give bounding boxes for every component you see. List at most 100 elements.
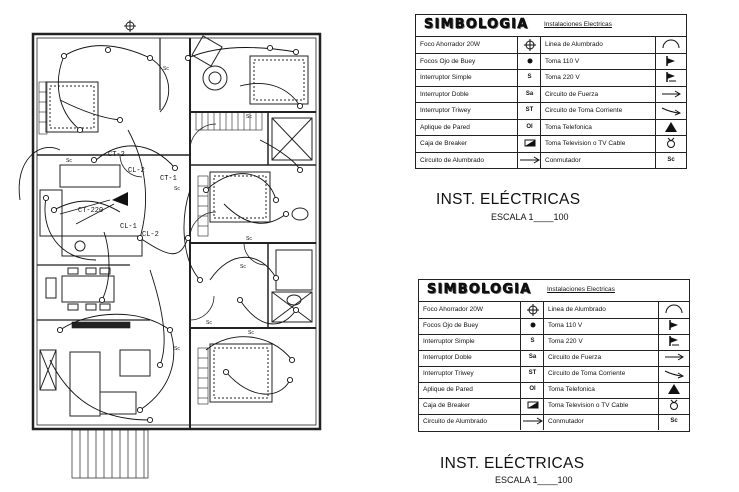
drawing-scale: ESCALA 1____100 bbox=[495, 475, 573, 485]
legend-row-label: Conmutador bbox=[548, 418, 584, 425]
ceiling-light-icon bbox=[124, 20, 136, 32]
switch-label: Sc bbox=[163, 66, 169, 72]
legend-row: Focos Ojo de Buey Toma 110 V bbox=[419, 318, 689, 335]
circuit-label: CL-2 bbox=[128, 167, 145, 175]
legend-row: Interruptor Simple S Toma 220 V bbox=[416, 70, 686, 87]
legend-row-label: Toma 220 V bbox=[548, 338, 583, 345]
arc-icon bbox=[665, 304, 683, 314]
dot-icon bbox=[527, 58, 532, 63]
switch-simple-icon: S bbox=[520, 334, 544, 350]
legend-row-label: Interruptor Simple bbox=[423, 338, 475, 345]
arrow-icon bbox=[522, 417, 543, 425]
commutator-icon: Sc bbox=[655, 152, 686, 168]
circuit-label: CT-1 bbox=[160, 175, 177, 183]
phone-outlet-icon bbox=[665, 121, 677, 132]
legend-row-label: Circuito de Fuerza bbox=[545, 90, 599, 98]
switch-double-icon: Sa bbox=[517, 86, 541, 102]
switch-label: Sc bbox=[246, 236, 252, 242]
outlet-icon bbox=[666, 55, 675, 66]
legend-row-label: Circuito de Fuerza bbox=[548, 354, 602, 361]
legend-row: Interruptor Triwey ST Circuito de Toma C… bbox=[419, 366, 689, 383]
bathroom-fixtures bbox=[271, 117, 313, 323]
curved-arrow-icon bbox=[661, 107, 682, 116]
outer-wall bbox=[31, 32, 322, 431]
arrow-icon bbox=[662, 90, 681, 97]
legend-row-label: Foco Ahorrador 20W bbox=[420, 41, 480, 48]
legend-row-label: Aplique de Pared bbox=[423, 386, 473, 393]
legend-row: Interruptor Simple S Toma 220 V bbox=[419, 334, 689, 351]
wiring-circuits bbox=[18, 45, 301, 421]
arrow-icon bbox=[665, 353, 684, 361]
breaker-icon bbox=[527, 401, 538, 409]
circuit-label: CL-2 bbox=[142, 231, 159, 239]
wall-light-icon: Ol bbox=[520, 382, 544, 398]
legend-row: Foco Ahorrador 20W Linea de Alumbrado bbox=[419, 302, 689, 319]
legend-row: Interruptor Triwey ST Circuito de Toma C… bbox=[416, 103, 686, 120]
stair bbox=[71, 429, 149, 479]
legend-header: SIMBOLOGIA Instalaciones Electricas bbox=[419, 280, 689, 302]
outlet-icon bbox=[669, 320, 678, 330]
drawing-title: INST. ELÉCTRICAS bbox=[436, 191, 581, 208]
legend-row-label: Toma Television o TV Cable bbox=[548, 402, 629, 409]
arc-icon bbox=[662, 39, 680, 49]
legend-row: Aplique de Pared Ol Toma Telefonica bbox=[419, 382, 689, 399]
breaker-icon bbox=[524, 139, 535, 147]
legend-subtitle: Instalaciones Electricas bbox=[544, 21, 612, 28]
legend-row-label: Circuito de Toma Corriente bbox=[545, 107, 623, 114]
crosshair-circle-icon bbox=[523, 39, 536, 51]
legend-row-label: Interruptor Triwey bbox=[420, 107, 471, 114]
legend-row-label: Caja de Breaker bbox=[423, 402, 470, 409]
switch-label: Sc bbox=[240, 264, 246, 270]
switch-double-icon: Sa bbox=[520, 350, 544, 366]
circuit-label: CT-220 bbox=[78, 207, 103, 215]
legend-row-label: Toma Telefonica bbox=[545, 123, 592, 131]
outlet-220-icon bbox=[666, 72, 676, 82]
legend-table: SIMBOLOGIA Instalaciones Electricas Foco… bbox=[415, 14, 687, 169]
legend-row-label: Interruptor Doble bbox=[420, 90, 469, 98]
legend-title: SIMBOLOGIA bbox=[427, 282, 532, 298]
phone-outlet-icon bbox=[668, 384, 680, 394]
commutator-icon: Sc bbox=[658, 414, 689, 430]
switch-triway-icon: ST bbox=[520, 366, 544, 382]
switch-label: Sc bbox=[174, 346, 180, 352]
switch-label: Sc bbox=[248, 330, 254, 336]
switch-simple-icon: S bbox=[517, 70, 541, 86]
legend-row: Focos Ojo de Buey Toma 110 V bbox=[416, 53, 686, 70]
switch-label: Sc bbox=[174, 186, 180, 192]
legend-row: Interruptor Doble Sa Circuito de Fuerza bbox=[419, 350, 689, 367]
legend-row: Foco Ahorrador 20W Linea de Alumbrado bbox=[416, 37, 686, 54]
legend-row-label: Foco Ahorrador 20W bbox=[423, 306, 483, 313]
legend-row-label: Conmutador bbox=[545, 156, 581, 164]
wardrobe bbox=[38, 81, 263, 405]
bed-furniture bbox=[45, 55, 309, 403]
legend-row-label: Toma 110 V bbox=[545, 57, 580, 65]
outlet-220-icon bbox=[669, 336, 679, 346]
breaker-box-icon bbox=[59, 192, 128, 225]
kitchen-counter bbox=[39, 164, 143, 257]
switch-triway-icon: ST bbox=[517, 103, 541, 119]
legend-header: SIMBOLOGIA Instalaciones Electricas bbox=[416, 15, 686, 37]
light-fixtures bbox=[42, 44, 304, 424]
curved-arrow-icon bbox=[664, 370, 685, 379]
legend-row-label: Aplique de Pared bbox=[420, 123, 470, 131]
drawing-title: INST. ELÉCTRICAS bbox=[440, 455, 585, 472]
wall-light-icon: Ol bbox=[517, 119, 541, 135]
legend-row-label: Interruptor Triwey bbox=[423, 370, 474, 377]
legend-subtitle: Instalaciones Electricas bbox=[547, 286, 615, 293]
legend-row: Circuito de Alumbrado Conmutador Sc bbox=[416, 152, 686, 168]
legend-row-label: Caja de Breaker bbox=[420, 140, 467, 147]
door-swings bbox=[119, 123, 267, 321]
switch-label: Sc bbox=[206, 320, 212, 326]
dining-table bbox=[45, 267, 115, 311]
legend-row: Caja de Breaker Toma Television o TV Cab… bbox=[416, 136, 686, 153]
legend-row-label: Linea de Alumbrado bbox=[545, 41, 603, 48]
legend-row-label: Toma Telefonica bbox=[548, 386, 595, 393]
legend-row: Circuito de Alumbrado Conmutador Sc bbox=[419, 414, 689, 430]
circuit-label: CL-1 bbox=[120, 223, 137, 231]
legend-title: SIMBOLOGIA bbox=[424, 17, 529, 33]
legend-row-label: Focos Ojo de Buey bbox=[420, 57, 476, 65]
arrow-icon bbox=[519, 156, 540, 163]
legend-row: Caja de Breaker Toma Television o TV Cab… bbox=[419, 398, 689, 415]
switch-label: Sc bbox=[66, 158, 72, 164]
legend-row-label: Linea de Alumbrado bbox=[548, 306, 606, 313]
